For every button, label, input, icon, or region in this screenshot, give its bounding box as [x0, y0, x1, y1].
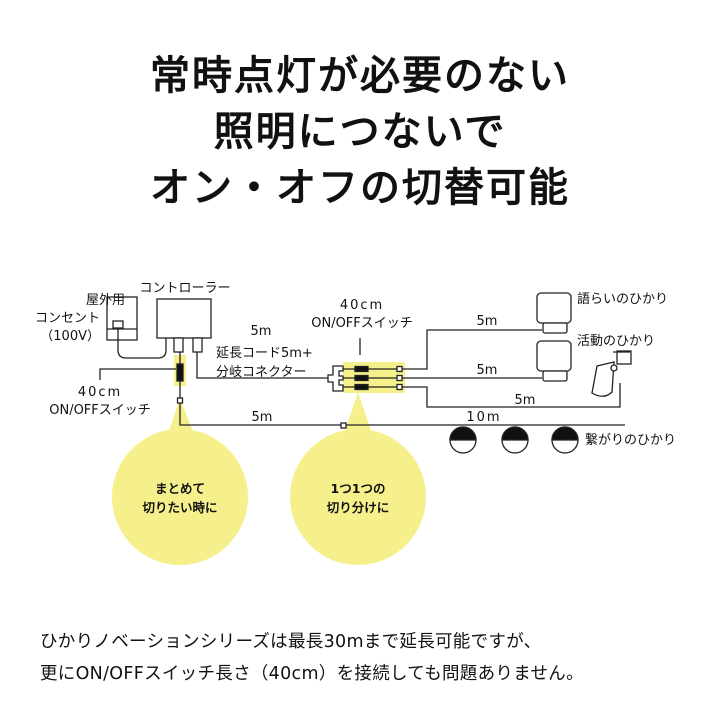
- tsunagari-label: 繋がりのひかり: [585, 432, 676, 448]
- switch-right-label-1: 40cm: [340, 298, 384, 313]
- note-line-2: 更にON/OFFスイッチ長さ（40cm）を接続しても問題ありません。: [40, 664, 584, 684]
- branch-connector-icon: [327, 365, 344, 392]
- headline-line-1: 常時点灯が必要のない: [150, 53, 570, 99]
- switch-right-label-2: ON/OFFスイッチ: [311, 316, 413, 331]
- note-line-1: ひかりノベーションシリーズは最長30mまで延長可能ですが、: [40, 632, 542, 652]
- katarai-label: 語らいのひかり: [577, 291, 668, 307]
- outlet-icon: [106, 296, 138, 341]
- bubble-left-text-2: 切りたい時に: [142, 500, 217, 515]
- switch-left-label-1: 40cm: [78, 385, 122, 400]
- katsudou-label: 活動のひかり: [577, 334, 655, 349]
- length-d: 5m: [252, 410, 273, 425]
- controller-icon: [156, 298, 212, 353]
- length-c: 5m: [515, 393, 536, 408]
- katsudou-light-icon: [536, 340, 572, 382]
- outlet-label-2: コンセント: [35, 311, 100, 326]
- tsunagari-lights-icons: [449, 426, 579, 454]
- switch-left-label-2: ON/OFFスイッチ: [49, 403, 151, 418]
- length-e: 10m: [466, 410, 501, 425]
- switch-left-icon: [176, 363, 184, 382]
- outlet-label-3: （100V）: [40, 329, 100, 344]
- spotlight-icon: [591, 350, 632, 397]
- extension-label-1: 延長コード5m+: [216, 346, 313, 361]
- bubble-left-text-1: まとめて: [155, 481, 205, 496]
- katarai-light-icon: [536, 292, 572, 334]
- bubble-right-text-1: 1つ1つの: [331, 481, 386, 496]
- length-b: 5m: [477, 363, 498, 378]
- controller-label: コントローラー: [139, 281, 230, 296]
- extension-length: 5m: [251, 324, 272, 339]
- length-a: 5m: [477, 314, 498, 329]
- outlet-label-1: 屋外用: [86, 293, 125, 308]
- headline-line-3: オン・オフの切替可能: [150, 165, 570, 211]
- extension-label-2: 分岐コネクター: [216, 365, 306, 380]
- bubble-right: [290, 392, 426, 565]
- switch-right-icons: [343, 365, 403, 391]
- headline-line-2: 照明につないで: [213, 109, 507, 155]
- bubble-right-text-2: 切り分けに: [327, 500, 390, 515]
- bubble-left: [112, 398, 248, 565]
